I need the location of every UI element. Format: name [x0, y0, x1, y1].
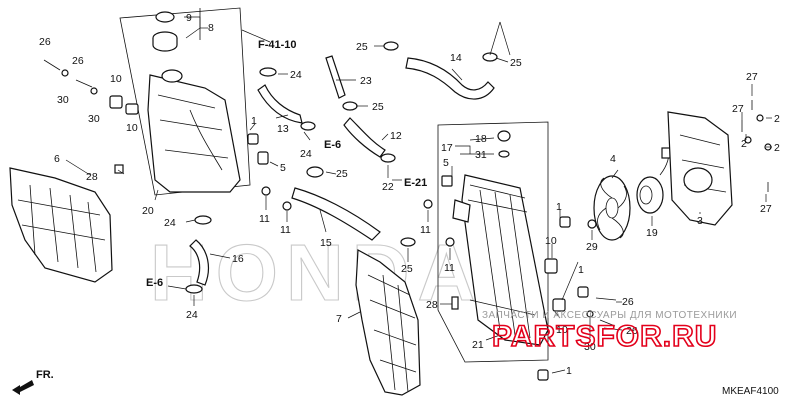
callout-25: 25 [372, 101, 384, 113]
callout-25: 25 [401, 263, 413, 275]
callout-26: 26 [622, 296, 634, 308]
callout-10: 10 [556, 324, 568, 336]
front-label: FR. [36, 369, 54, 381]
callout-20: 20 [142, 205, 154, 217]
callout-2: 2 [741, 138, 747, 150]
callout-18: 18 [475, 133, 487, 145]
callout-1: 1 [251, 115, 257, 127]
radiator [452, 174, 549, 346]
callout-3: 3 [697, 215, 703, 227]
callout-1: 1 [556, 201, 562, 213]
callout-27: 27 [760, 203, 772, 215]
callout-11: 11 [420, 224, 431, 236]
callout-26: 26 [39, 36, 51, 48]
callout-25: 25 [356, 41, 368, 53]
left-shroud [9, 167, 113, 283]
callout-1: 1 [578, 264, 584, 276]
callout-29: 29 [586, 241, 598, 253]
callout-24: 24 [290, 69, 302, 81]
callout-13: 13 [277, 123, 289, 135]
callout-12: 12 [390, 130, 402, 142]
callout-26: 26 [626, 325, 638, 337]
callout-10: 10 [126, 122, 138, 134]
ref-e-6-lower: E-6 [146, 277, 163, 289]
callout-25: 25 [336, 168, 348, 180]
callout-26: 26 [72, 55, 84, 67]
callout-25: 25 [510, 57, 522, 69]
hose-14 [405, 57, 495, 100]
callout-27: 27 [732, 103, 744, 115]
callout-16: 16 [232, 253, 244, 265]
leader-lines [65, 16, 772, 374]
callout-10: 10 [545, 235, 557, 247]
ref-e-6-upper: E-6 [324, 139, 341, 151]
callout-8: 8 [208, 22, 214, 34]
hose-15 [291, 187, 381, 241]
callout-28: 28 [86, 171, 98, 183]
watermark-text: ЗАПЧАСТИ И АКСЕССУАРЫ ДЛЯ МОТОТЕХНИКИ [482, 310, 737, 321]
callout-9: 9 [186, 12, 192, 24]
callout-23: 23 [360, 75, 372, 87]
callout-11: 11 [444, 262, 455, 274]
callout-24: 24 [300, 148, 312, 160]
callout-30: 30 [57, 94, 69, 106]
callout-19: 19 [646, 227, 658, 239]
callout-30: 30 [88, 113, 100, 125]
callout-21: 21 [472, 339, 484, 351]
callout-24: 24 [186, 309, 198, 321]
cooling-fan [593, 175, 631, 241]
callout-30: 30 [584, 341, 596, 353]
callout-10: 10 [110, 73, 122, 85]
fan-motor [636, 147, 671, 214]
hose-23 [325, 55, 346, 99]
callout-15: 15 [320, 237, 332, 249]
callout-22: 22 [382, 181, 394, 193]
ref-e-21: E-21 [404, 177, 427, 189]
fan-shroud [667, 111, 733, 226]
radiator-cap [152, 11, 178, 52]
callout-5: 5 [280, 162, 286, 174]
callout-4: 4 [610, 153, 616, 165]
grommets [109, 95, 597, 381]
hose-13 [257, 84, 303, 124]
callout-24: 24 [164, 217, 176, 229]
reserve-tank [147, 69, 241, 193]
callout-7: 7 [336, 313, 342, 325]
watermark-site: PARTSFOR.RU [492, 320, 717, 353]
callout-1: 1 [566, 365, 572, 377]
callout-11: 11 [259, 213, 270, 225]
front-direction-arrow: FR. [12, 369, 54, 395]
callout-2: 2 [774, 113, 780, 125]
callout-6: 6 [54, 153, 60, 165]
diagram-code: MKEAF4100 [722, 386, 779, 397]
hose-16 [189, 239, 209, 286]
callout-31: 31 [475, 149, 487, 161]
ref-f-41-10: F-41-10 [258, 39, 297, 51]
callout-2: 2 [774, 142, 780, 154]
callout-17: 17 [441, 142, 453, 154]
radiator-frame [437, 121, 549, 363]
bolts [43, 59, 772, 327]
hose-12 [343, 117, 386, 158]
callout-14: 14 [450, 52, 462, 64]
callout-11: 11 [280, 224, 291, 236]
right-shroud [355, 249, 421, 396]
callout-27: 27 [746, 71, 758, 83]
callout-5: 5 [443, 157, 449, 169]
callout-28: 28 [426, 299, 438, 311]
